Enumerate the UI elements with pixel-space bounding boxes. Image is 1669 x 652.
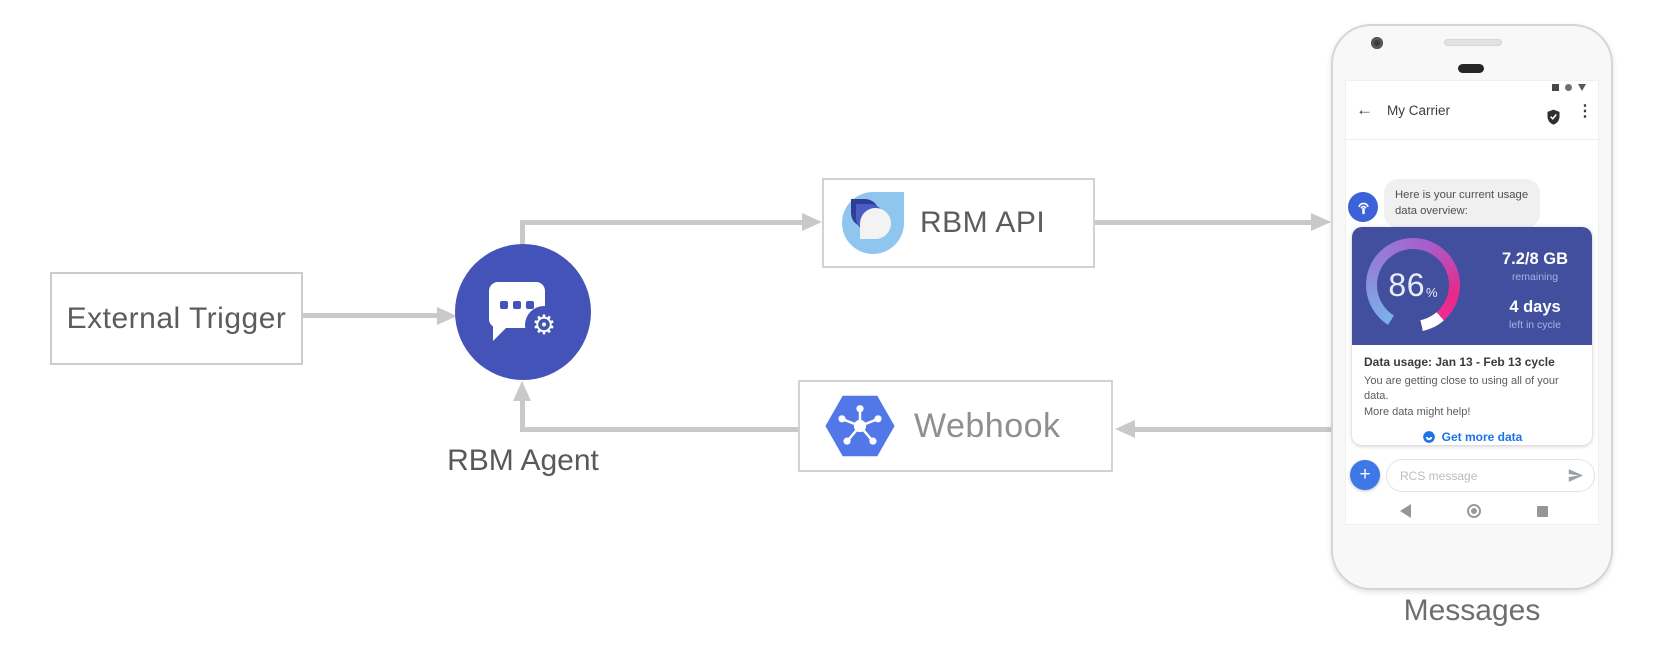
nav-recents-icon[interactable] — [1537, 505, 1548, 517]
rcs-message-input[interactable] — [1400, 468, 1567, 483]
usage-card-body: Data usage: Jan 13 - Feb 13 cycle You ar… — [1352, 345, 1592, 444]
arrow-agent-to-api-line — [520, 220, 802, 225]
external-trigger-label: External Trigger — [66, 301, 287, 335]
rbm-agent-node: ⚙ — [455, 244, 591, 380]
days-left-label: left in cycle — [1509, 319, 1561, 331]
message-composer — [1386, 459, 1595, 492]
earpiece — [1458, 64, 1484, 73]
rbm-api-logo-icon — [842, 192, 904, 254]
arrow-api-to-phone-line — [1095, 220, 1311, 225]
messages-caption: Messages — [1403, 594, 1541, 627]
cloud-hexagon-hub-icon — [825, 395, 895, 457]
plus-button[interactable]: + — [1350, 460, 1380, 490]
chat-bubble-gear-icon: ⚙ — [489, 282, 563, 344]
arrow-trigger-to-agent-head — [437, 307, 457, 325]
usage-percent: 86 — [1388, 266, 1426, 303]
rbm-api-node: RBM API — [822, 178, 1095, 268]
back-arrow-icon[interactable]: ← — [1356, 100, 1373, 119]
status-triangle-icon — [1578, 84, 1586, 91]
usage-title: Data usage: Jan 13 - Feb 13 cycle — [1364, 355, 1555, 369]
status-square-icon — [1552, 84, 1559, 91]
arrow-agent-to-api-head — [802, 213, 822, 231]
usage-body-line2: More data might help! — [1364, 405, 1471, 418]
usage-percent-sign: % — [1426, 284, 1438, 300]
broadcast-antenna-icon — [1357, 202, 1369, 214]
gear-icon: ⚙ — [531, 309, 557, 340]
arrow-api-to-phone-head — [1311, 213, 1331, 231]
speaker-slot — [1444, 39, 1502, 46]
usage-gauge: 86 % — [1366, 238, 1460, 332]
agent-message-bubble: Here is your current usage data overview… — [1384, 179, 1540, 228]
webhook-label: Webhook — [914, 406, 1061, 445]
data-remaining-label: remaining — [1511, 271, 1559, 283]
nav-back-icon[interactable] — [1400, 504, 1411, 518]
arrow-trigger-to-agent-line — [303, 313, 437, 318]
nav-home-icon[interactable] — [1467, 504, 1481, 518]
usage-card-header: 86 % 7.2/8 GB remaining 4 days left in c… — [1352, 227, 1592, 345]
arrow-phone-to-webhook-head — [1115, 420, 1135, 438]
verified-shield-icon — [1547, 109, 1560, 125]
status-bar — [1552, 84, 1586, 91]
front-camera — [1371, 37, 1383, 49]
arrow-webhook-to-agent-head — [513, 381, 531, 401]
data-remaining-value: 7.2/8 GB — [1501, 250, 1569, 268]
arrow-phone-to-webhook-line — [1135, 427, 1331, 432]
arrow-agent-to-api-vertical — [520, 222, 525, 248]
webhook-node: Webhook — [798, 380, 1113, 472]
conversation-title: My Carrier — [1387, 103, 1450, 118]
days-left-value: 4 days — [1509, 298, 1561, 316]
external-trigger-node: External Trigger — [50, 272, 303, 365]
rbm-agent-label: RBM Agent — [447, 444, 599, 477]
header-divider — [1346, 139, 1598, 140]
agent-avatar — [1348, 192, 1378, 222]
get-more-data-label: Get more data — [1441, 430, 1523, 445]
kebab-menu-icon[interactable]: ⋮ — [1577, 103, 1593, 120]
status-dot-icon — [1565, 84, 1572, 91]
send-icon[interactable] — [1567, 467, 1584, 484]
globe-data-icon — [1422, 431, 1435, 444]
get-more-data-button[interactable]: Get more data — [1364, 430, 1580, 444]
android-nav-bar — [1400, 504, 1548, 518]
usage-rich-card: 86 % 7.2/8 GB remaining 4 days left in c… — [1352, 227, 1592, 445]
arrow-webhook-to-agent-vertical — [520, 400, 525, 432]
arrow-webhook-to-agent-line — [522, 427, 798, 432]
rbm-api-label: RBM API — [920, 206, 1046, 239]
usage-body-line1: You are getting close to using all of yo… — [1364, 375, 1559, 403]
